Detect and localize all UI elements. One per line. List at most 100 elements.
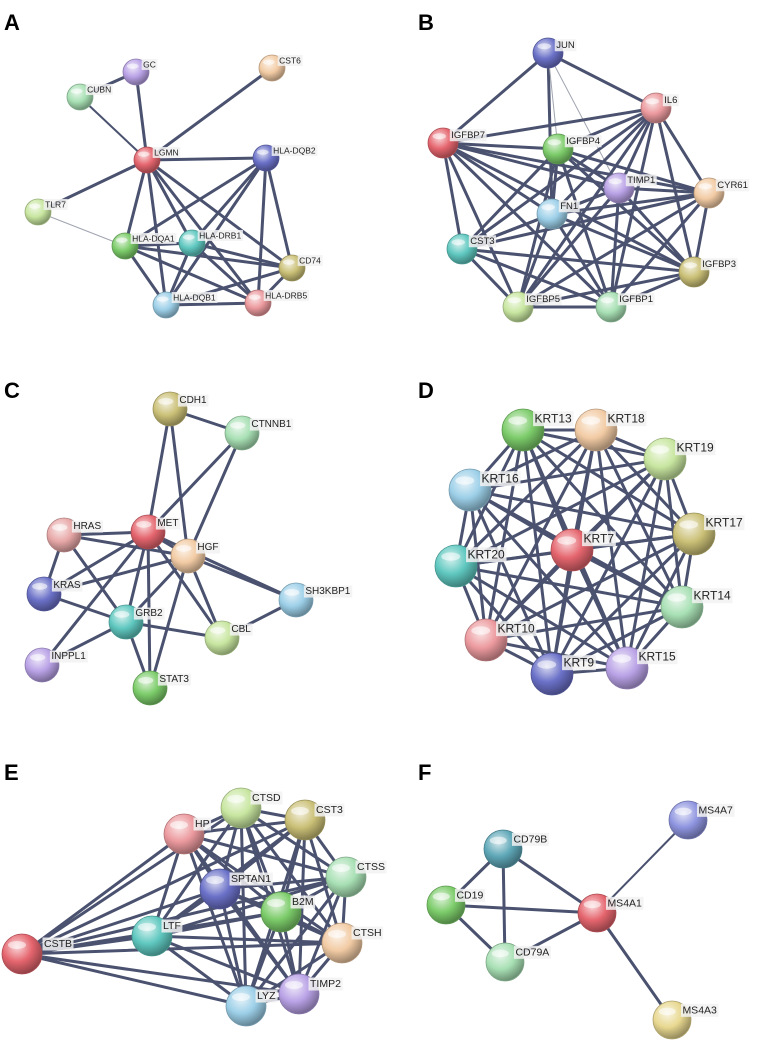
node-krt9[interactable]: KRT9	[530, 652, 596, 696]
node-label: LTF	[163, 920, 181, 932]
edge-krt16-krt17	[468, 488, 696, 536]
node-cd19[interactable]: CD19	[426, 885, 485, 925]
node-tlr7[interactable]: TLR7	[24, 198, 68, 226]
node-label-background	[133, 607, 165, 620]
edge-lgmn-hla-drb1	[145, 158, 194, 245]
node-label-background	[355, 860, 387, 874]
node-highlight	[206, 876, 224, 884]
node-timp2[interactable]: TIMP2	[278, 973, 343, 1015]
node-ctnnb1[interactable]: CTNNB1	[224, 415, 294, 451]
node-grb2[interactable]: GRB2	[108, 604, 165, 640]
node-cd74[interactable]: CD74	[278, 254, 323, 282]
node-igfbp5[interactable]: IGFBP5	[502, 291, 562, 323]
node-cst6[interactable]: CST6	[258, 54, 303, 82]
node-ltf[interactable]: LTF	[131, 915, 183, 957]
node-cd79a[interactable]: CD79A	[485, 942, 551, 982]
node-lgmn[interactable]: LGMN	[133, 146, 181, 174]
node-highlight	[455, 476, 475, 485]
node-krt7[interactable]: KRT7	[550, 528, 616, 572]
node-highlight	[282, 259, 295, 265]
node-lyz[interactable]: LYZ	[225, 985, 278, 1027]
node-hla-drb5[interactable]: HLA-DRB5	[244, 289, 309, 317]
node-cd79b[interactable]: CD79B	[483, 829, 549, 869]
node-label: MET	[157, 518, 178, 529]
node-label: CSTB	[44, 938, 72, 950]
node-ctsh[interactable]: CTSH	[321, 922, 384, 964]
node-hla-dqb1[interactable]: HLA-DQB1	[152, 291, 218, 319]
node-label: CD79A	[515, 946, 549, 958]
node-label-background	[229, 872, 273, 886]
node-ctss[interactable]: CTSS	[325, 856, 387, 898]
node-jun[interactable]: JUN	[532, 37, 577, 69]
node-highlight	[70, 88, 83, 94]
node-krt16[interactable]: KRT16	[448, 468, 521, 512]
node-ms4a7[interactable]: MS4A7	[668, 800, 735, 840]
node-stat3[interactable]: STAT3	[132, 670, 191, 706]
edge-krt16-krt10	[468, 488, 488, 642]
node-hgf[interactable]: HGF	[170, 538, 220, 574]
edge-group	[36, 66, 294, 307]
node-igfbp1[interactable]: IGFBP1	[595, 291, 655, 323]
node-cdh1[interactable]: CDH1	[152, 391, 209, 427]
node-label-background	[524, 293, 562, 306]
node-krt18[interactable]: KRT18	[574, 408, 647, 452]
node-krt14[interactable]: KRT14	[660, 585, 733, 629]
node-cbl[interactable]: CBL	[204, 620, 253, 656]
node-hla-dqa1[interactable]: HLA-DQA1	[111, 232, 177, 260]
node-cst3[interactable]: CST3	[284, 799, 345, 841]
node-label-background	[704, 515, 745, 531]
node-met[interactable]: MET	[130, 514, 180, 550]
edge-igfbp7-timp1	[441, 141, 621, 190]
node-igfbp4[interactable]: IGFBP4	[542, 133, 602, 165]
node-krt15[interactable]: KRT15	[605, 646, 678, 690]
node-cubn[interactable]: CUBN	[66, 83, 113, 111]
panel-letter: F	[418, 760, 431, 785]
node-il6[interactable]: IL6	[640, 92, 679, 124]
edge-ltf-timp2	[150, 934, 301, 996]
node-kras[interactable]: KRAS	[26, 576, 83, 612]
node-cst3[interactable]: CST3	[446, 233, 497, 265]
node-fn1[interactable]: FN1	[536, 198, 580, 230]
node-igfbp7[interactable]: IGFBP7	[427, 127, 487, 159]
edge-igfbp4-cyr61	[556, 147, 711, 195]
node-label-background	[637, 649, 678, 665]
node-label: KRAS	[53, 580, 81, 591]
node-krt19[interactable]: KRT19	[643, 437, 716, 481]
node-krt10[interactable]: KRT10	[464, 618, 537, 662]
node-gc[interactable]: GC	[122, 58, 158, 86]
node-label-background	[43, 198, 68, 210]
node-cyr61[interactable]: CYR61	[693, 177, 750, 209]
node-highlight	[328, 930, 346, 938]
node-b2m[interactable]: B2M	[260, 891, 316, 933]
node-sh3kbp1[interactable]: SH3KBP1	[278, 582, 353, 618]
node-sptan1[interactable]: SPTAN1	[199, 868, 273, 910]
node-hras[interactable]: HRAS	[46, 517, 103, 553]
node-ms4a3[interactable]: MS4A3	[652, 1000, 719, 1040]
node-hla-dqb2[interactable]: HLA-DQB2	[252, 144, 318, 172]
node-highlight	[608, 178, 622, 185]
node-label-background	[662, 94, 679, 107]
node-highlight	[114, 610, 130, 618]
node-igfbp3[interactable]: IGFBP3	[678, 256, 738, 288]
node-label-background	[155, 517, 180, 530]
node-label: HLA-DQB2	[273, 145, 316, 155]
edge-group	[441, 51, 711, 309]
node-inppl1[interactable]: INPPL1	[24, 647, 88, 683]
node-timp1[interactable]: TIMP1	[603, 172, 657, 204]
node-label: CST3	[470, 236, 494, 247]
node-krt20[interactable]: KRT20	[434, 544, 507, 588]
node-ms4a1[interactable]: MS4A1	[577, 893, 644, 933]
node-hla-drb1[interactable]: HLA-DRB1	[178, 229, 243, 257]
node-krt13[interactable]: KRT13	[501, 408, 574, 452]
node-krt17[interactable]: KRT17	[672, 512, 745, 556]
node-highlight	[583, 900, 601, 909]
node-ctsd[interactable]: CTSD	[220, 787, 283, 829]
node-cstb[interactable]: CSTB	[1, 933, 74, 975]
node-hp[interactable]: HP	[163, 813, 212, 855]
node-highlight	[650, 445, 670, 454]
node-highlight	[28, 203, 41, 209]
node-label: CST3	[316, 804, 343, 816]
node-highlight	[612, 654, 632, 663]
edge-hla-dqb1-hla-drb5	[164, 301, 260, 307]
node-label: CTNNB1	[251, 419, 291, 430]
